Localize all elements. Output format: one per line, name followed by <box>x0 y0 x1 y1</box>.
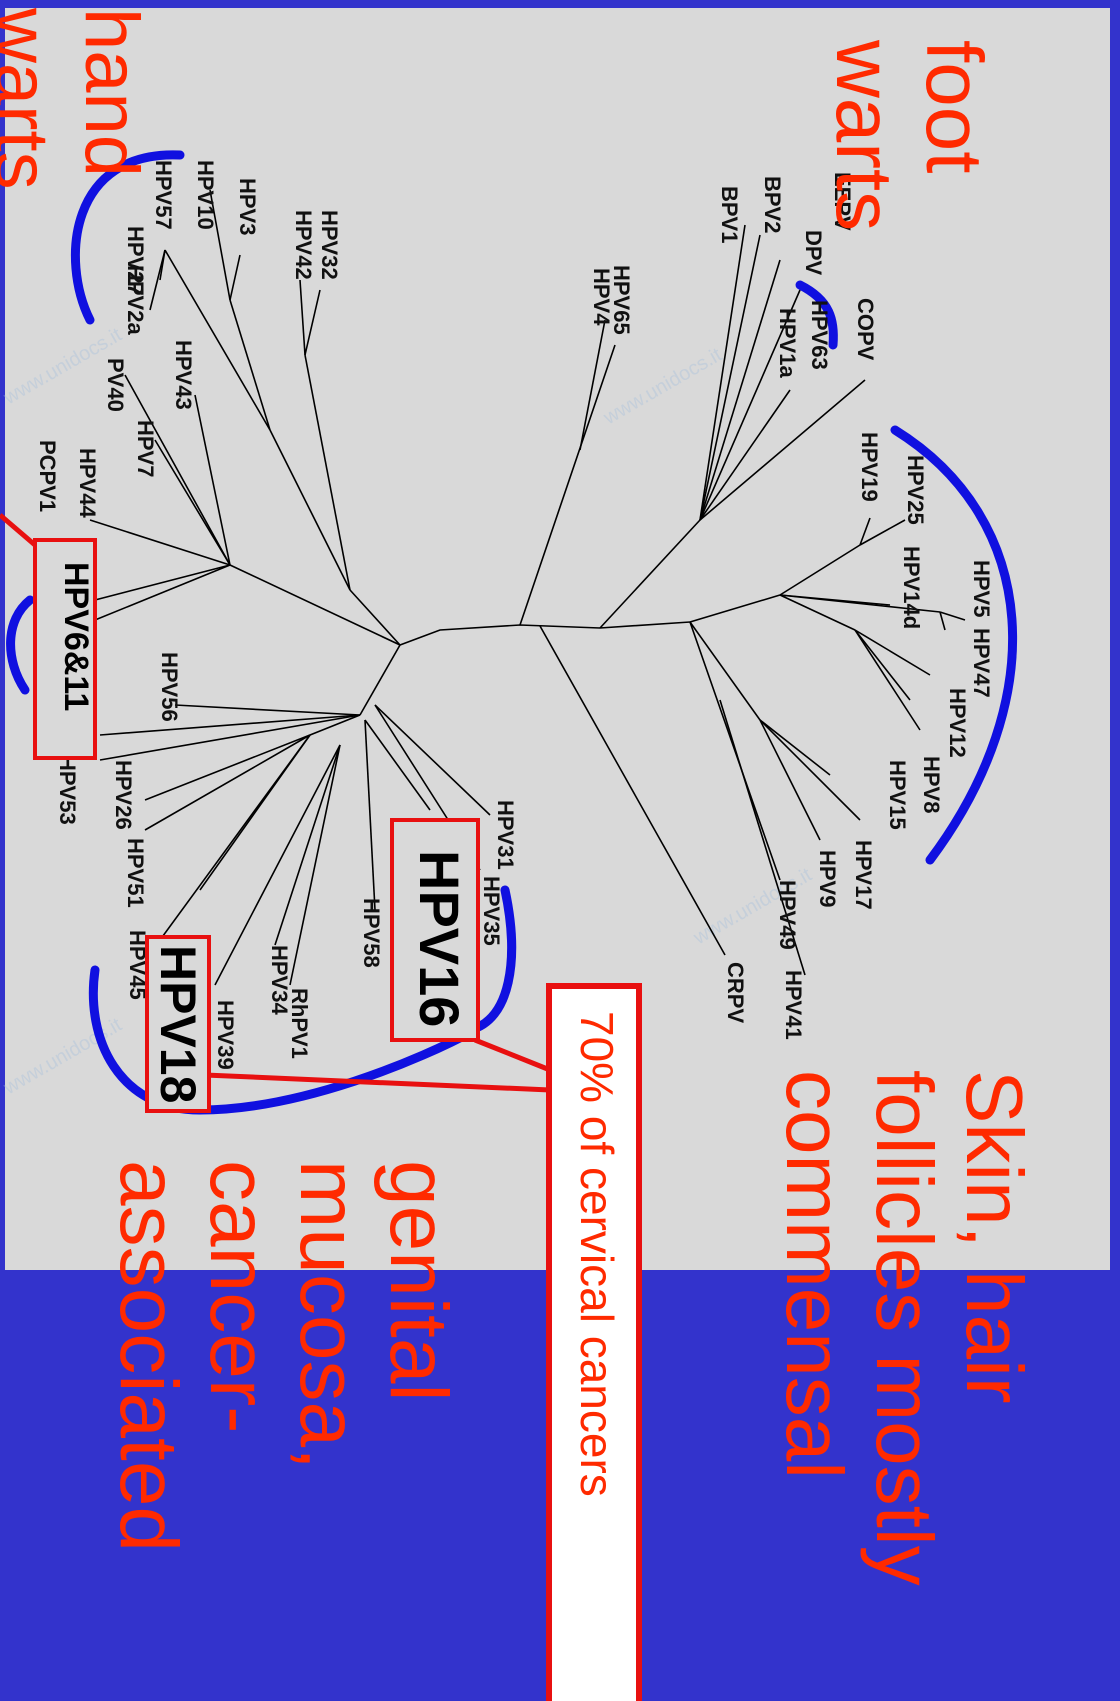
foot-warts-label: warts <box>820 40 909 232</box>
tree-label: HPV41 <box>781 970 806 1040</box>
tree-label: HPV7 <box>133 420 158 478</box>
tree-label: HPV43 <box>171 340 196 410</box>
cervical-text: 70% of cervical cancers <box>571 1011 623 1497</box>
tree-label: RhPV1 <box>287 988 312 1059</box>
skin-line-1: Skin, hair <box>950 1070 1039 1404</box>
skin-line-3: commensal <box>770 1070 859 1480</box>
genital-line-3: cancer- <box>193 1160 284 1434</box>
hand-label: hand <box>69 8 154 178</box>
tree-label: DPV <box>801 230 826 276</box>
skin-line-2: follicles mostly <box>860 1070 949 1586</box>
tree-label: HPV39 <box>213 1000 238 1070</box>
hand-warts-label: warts <box>0 8 64 190</box>
tree-label: HPV32 <box>317 210 342 280</box>
tree-label: PV40 <box>103 358 128 412</box>
tree-label: HPV35 <box>479 876 504 946</box>
tree-label: HPV12 <box>945 688 970 758</box>
hpv6-11-box: HPV6&11 <box>33 538 97 760</box>
tree-label: BPV1 <box>717 186 742 244</box>
tree-label: HPV8 <box>919 756 944 814</box>
hpv6-11-label: HPV6&11 <box>57 562 95 712</box>
tree-label: COPV <box>853 298 878 361</box>
tree-label: HPV3 <box>235 178 260 236</box>
tree-label: HPV42 <box>291 210 316 280</box>
tree-label: HPV1a <box>775 308 800 378</box>
tree-label: HPV31 <box>493 800 518 870</box>
tree-label: HPV14d <box>899 546 924 630</box>
tree-label: HPV44 <box>75 448 100 518</box>
tree-label: HPV19 <box>857 432 882 502</box>
tree-label: BPV2 <box>760 176 785 234</box>
genital-line-1: genital <box>373 1160 464 1402</box>
tree-label: HPV5 <box>969 560 994 618</box>
genital-line-2: mucosa, <box>283 1160 374 1470</box>
hpv18-label: HPV18 <box>150 945 206 1104</box>
tree-label: HPV9 <box>815 850 840 908</box>
tree-branches <box>89 189 966 986</box>
tree-label: HPV56 <box>157 652 182 722</box>
tree-label: HPV26 <box>111 760 136 830</box>
tree-label: HPV58 <box>359 898 384 968</box>
tree-label: HPV10 <box>193 160 218 230</box>
cervical-box: 70% of cervical cancers <box>546 983 642 1701</box>
hpv18-box: HPV18 <box>145 935 211 1113</box>
tree-label: CRPV <box>723 962 748 1024</box>
tree-label: HPV15 <box>885 760 910 830</box>
hpv16-label: HPV16 <box>408 850 471 1028</box>
tree-label: HPV51 <box>123 838 148 908</box>
tree-label: HPV25 <box>903 455 928 525</box>
tree-label: HPV4 <box>589 268 614 326</box>
tree-label: HPV53 <box>55 755 80 825</box>
tree-label: HPV47 <box>969 628 994 698</box>
tree-label: HPV2a <box>123 265 148 335</box>
connector-lines <box>0 513 551 1093</box>
hpv16-box: HPV16 <box>390 818 480 1042</box>
tree-label: HPV63 <box>807 300 832 370</box>
tree-label: HPV49 <box>775 880 800 950</box>
tree-label: HPV17 <box>851 840 876 910</box>
tree-label: PCPV1 <box>35 440 60 513</box>
genital-line-4: associated <box>103 1160 194 1553</box>
foot-label: foot <box>910 40 999 174</box>
